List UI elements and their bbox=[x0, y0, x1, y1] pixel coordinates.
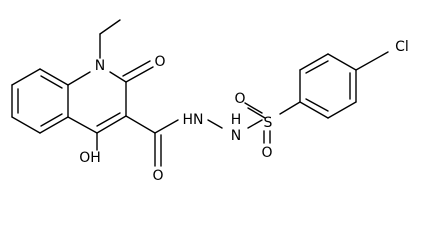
atom-hn-1: HN bbox=[183, 112, 204, 128]
atom-o-ring-carbonyl: O bbox=[154, 54, 165, 70]
atom-oh: OH bbox=[79, 150, 101, 166]
atom-o-sulfonyl-1: O bbox=[234, 91, 245, 107]
bonds bbox=[11, 19, 389, 167]
chemical-structure: N O OH O HN N H S O O Cl bbox=[11, 19, 409, 184]
structure-canvas: N O OH O HN N H S O O Cl bbox=[11, 19, 409, 184]
atom-labels: N O OH O HN N H S O O Cl bbox=[79, 39, 409, 184]
atom-n-2-h: H bbox=[231, 112, 242, 128]
atom-cl: Cl bbox=[395, 39, 409, 55]
atom-o-amide: O bbox=[152, 168, 163, 184]
atom-s: S bbox=[264, 115, 273, 131]
atom-n1: N bbox=[95, 58, 105, 74]
atom-o-sulfonyl-2: O bbox=[261, 145, 272, 161]
atom-n-2: N bbox=[231, 128, 241, 144]
